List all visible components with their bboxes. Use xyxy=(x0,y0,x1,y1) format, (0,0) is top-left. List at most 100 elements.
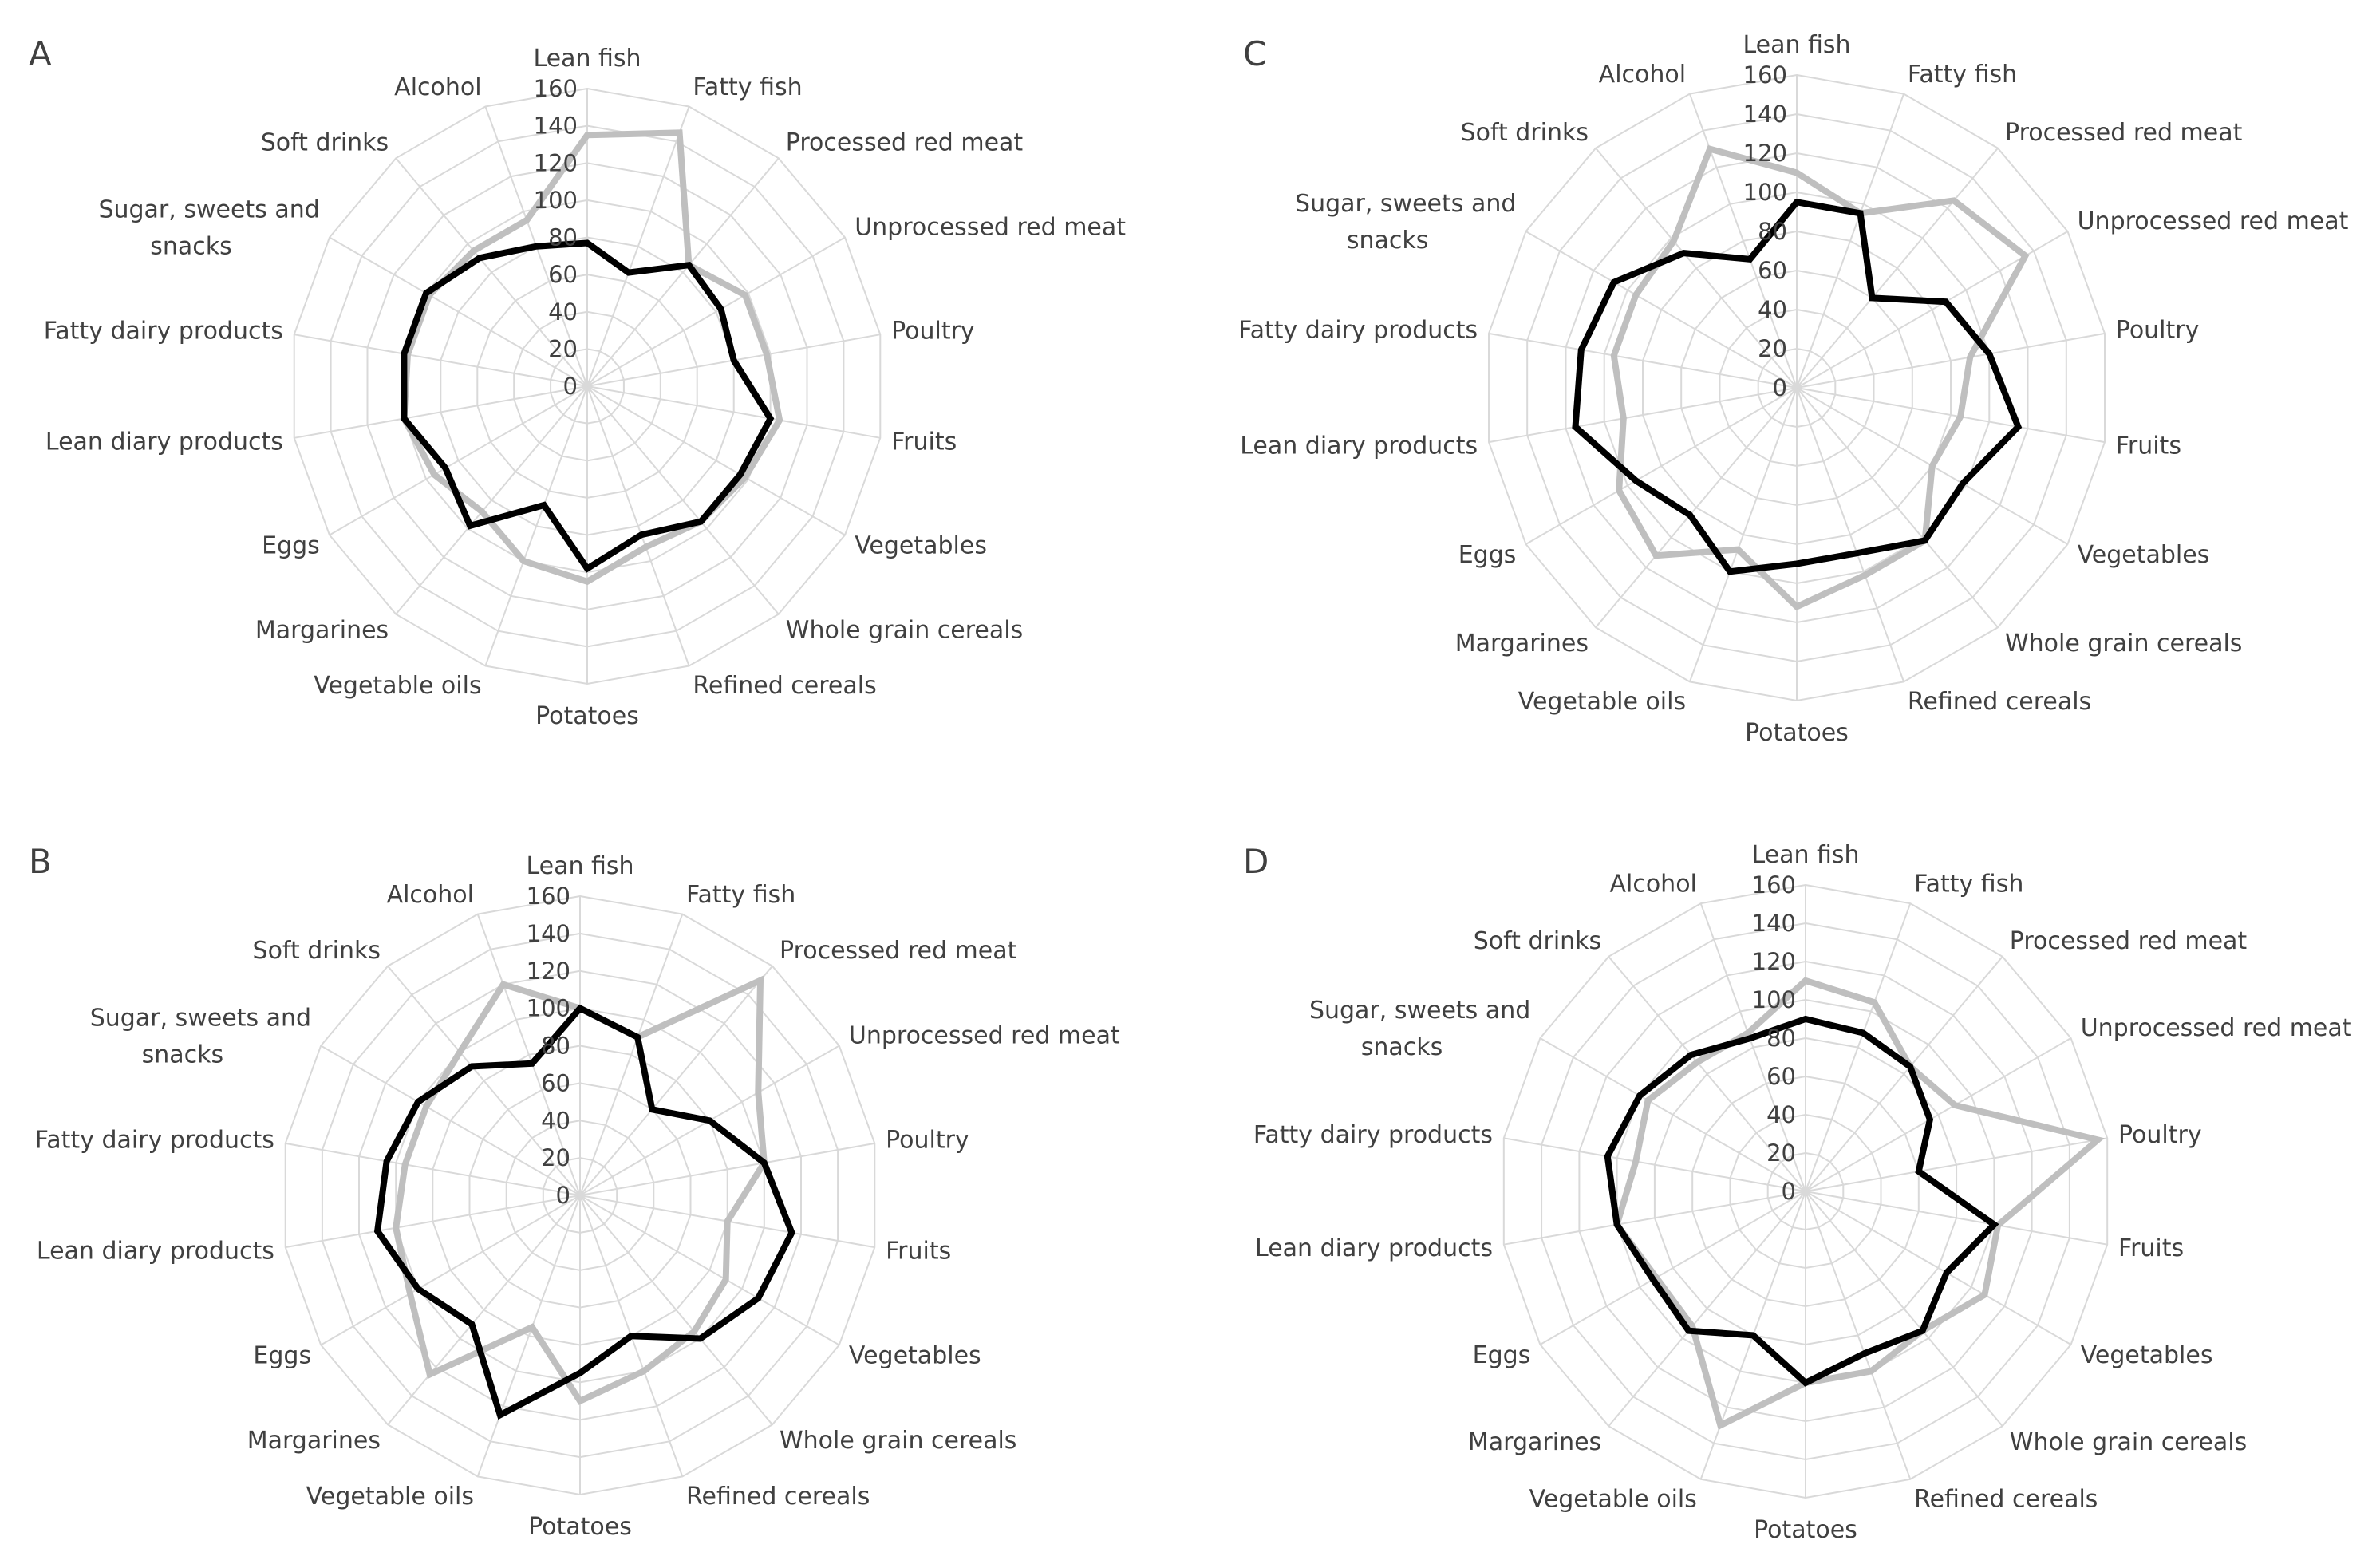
category-label-fatty-dairy-products: Fatty dairy products xyxy=(1253,1121,1493,1149)
category-label-vegetables: Vegetables xyxy=(2081,1341,2213,1369)
category-label-soft-drinks: Soft drinks xyxy=(1474,927,1601,955)
tick-label-80: 80 xyxy=(541,1033,570,1060)
category-label-refined-cereals: Refined cereals xyxy=(1914,1485,2098,1513)
spoke xyxy=(1525,231,1798,389)
spoke xyxy=(1539,1191,1806,1345)
spoke xyxy=(1608,956,1806,1192)
tick-label-0: 0 xyxy=(1773,374,1787,401)
spoke xyxy=(1805,902,1912,1192)
category-label-refined-cereals: Refined cereals xyxy=(693,672,876,700)
spoke xyxy=(387,1195,581,1425)
category-label-lean-diary-products: Lean diary products xyxy=(45,428,283,456)
spoke xyxy=(579,1142,875,1196)
spoke xyxy=(1796,148,1999,389)
category-label-lean-diary-products: Lean diary products xyxy=(1240,432,1478,460)
spoke xyxy=(285,1195,581,1249)
category-label-alcohol: Alcohol xyxy=(1599,61,1686,89)
tick-label-40: 40 xyxy=(1758,296,1787,323)
category-label-fatty-dairy-products: Fatty dairy products xyxy=(1238,316,1478,344)
tick-label-120: 120 xyxy=(527,958,570,985)
category-label-fatty-fish: Fatty fish xyxy=(1914,871,2023,899)
category-label-refined-cereals: Refined cereals xyxy=(1908,688,2091,716)
spoke xyxy=(1796,93,1905,389)
category-label-fruits: Fruits xyxy=(2118,1234,2184,1262)
category-label-processed-red-meat: Processed red meat xyxy=(786,128,1024,156)
spoke xyxy=(1503,1191,1806,1246)
tick-label-160: 160 xyxy=(527,883,570,910)
category-label-poultry: Poultry xyxy=(891,318,975,346)
spoke xyxy=(395,385,588,615)
tick-label-120: 120 xyxy=(1743,140,1787,167)
tick-label-20: 20 xyxy=(541,1144,570,1171)
tick-label-20: 20 xyxy=(1758,335,1787,362)
tick-label-20: 20 xyxy=(1766,1139,1796,1167)
category-label-vegetables: Vegetables xyxy=(849,1342,981,1370)
tick-label-60: 60 xyxy=(1766,1063,1796,1090)
spoke xyxy=(1805,1191,2003,1427)
spoke xyxy=(1805,1137,2108,1192)
series-line-1 xyxy=(373,1004,795,1420)
category-label-vegetables: Vegetables xyxy=(855,532,987,560)
category-label-processed-red-meat: Processed red meat xyxy=(780,937,1017,965)
tick-label-140: 140 xyxy=(534,113,578,140)
tick-label-80: 80 xyxy=(1766,1025,1796,1052)
category-label-lean-diary-products: Lean diary products xyxy=(37,1238,274,1266)
category-label-soft-drinks: Soft drinks xyxy=(253,937,381,965)
category-label-margarines: Margarines xyxy=(1468,1428,1601,1456)
category-label-unprocessed-red-meat: Unprocessed red meat xyxy=(855,214,1126,242)
spoke xyxy=(1796,387,1905,682)
tick-label-80: 80 xyxy=(548,224,578,251)
spoke xyxy=(1688,93,1798,389)
spoke xyxy=(1805,956,2003,1192)
tick-label-140: 140 xyxy=(1752,910,1796,937)
spoke xyxy=(586,385,846,536)
spoke xyxy=(484,385,588,666)
tick-label-0: 0 xyxy=(556,1182,570,1209)
category-label-potatoes: Potatoes xyxy=(1754,1516,1857,1544)
category-label-processed-red-meat: Processed red meat xyxy=(2010,927,2248,955)
category-label-unprocessed-red-meat: Unprocessed red meat xyxy=(2081,1014,2352,1042)
tick-label-40: 40 xyxy=(548,298,578,326)
panel-letter: D xyxy=(1243,842,1269,881)
category-label-fatty-fish: Fatty fish xyxy=(1908,61,2017,89)
category-label-poultry: Poultry xyxy=(2118,1121,2202,1149)
spoke xyxy=(395,157,588,387)
spoke xyxy=(1796,387,1999,628)
category-label-potatoes: Potatoes xyxy=(528,1513,632,1541)
category-label-whole-grain-cereals: Whole grain cereals xyxy=(786,617,1023,645)
tick-label-60: 60 xyxy=(548,261,578,288)
category-label-lean-fish: Lean fish xyxy=(526,852,633,880)
spoke xyxy=(586,106,690,387)
tick-label-140: 140 xyxy=(527,920,570,947)
tick-label-0: 0 xyxy=(1782,1178,1796,1205)
spoke xyxy=(476,1195,581,1477)
spoke xyxy=(1699,902,1806,1192)
category-label-vegetables: Vegetables xyxy=(2078,541,2210,569)
spoke xyxy=(1805,1191,2072,1345)
spoke xyxy=(329,385,588,536)
category-label-eggs: Eggs xyxy=(1473,1341,1531,1369)
category-label-fatty-dairy-products: Fatty dairy products xyxy=(44,318,283,346)
tick-label-160: 160 xyxy=(1743,61,1787,89)
category-label-margarines: Margarines xyxy=(255,617,389,645)
category-label-margarines: Margarines xyxy=(1455,630,1589,658)
spoke xyxy=(1805,1191,1912,1480)
spoke xyxy=(579,966,773,1196)
spoke xyxy=(320,1195,581,1346)
category-label-unprocessed-red-meat: Unprocessed red meat xyxy=(2078,207,2349,235)
spoke xyxy=(1503,1137,1806,1192)
tick-label-100: 100 xyxy=(527,995,570,1022)
category-label-fatty-fish: Fatty fish xyxy=(693,73,802,101)
category-label-poultry: Poultry xyxy=(2116,316,2200,344)
series-line-1 xyxy=(1604,1015,1999,1387)
category-label-lean-diary-products: Lean diary products xyxy=(1255,1234,1493,1262)
spoke xyxy=(1488,387,1798,444)
tick-label-60: 60 xyxy=(1758,257,1787,284)
spoke xyxy=(586,385,690,666)
spoke xyxy=(285,1142,581,1196)
tick-label-100: 100 xyxy=(534,187,578,214)
